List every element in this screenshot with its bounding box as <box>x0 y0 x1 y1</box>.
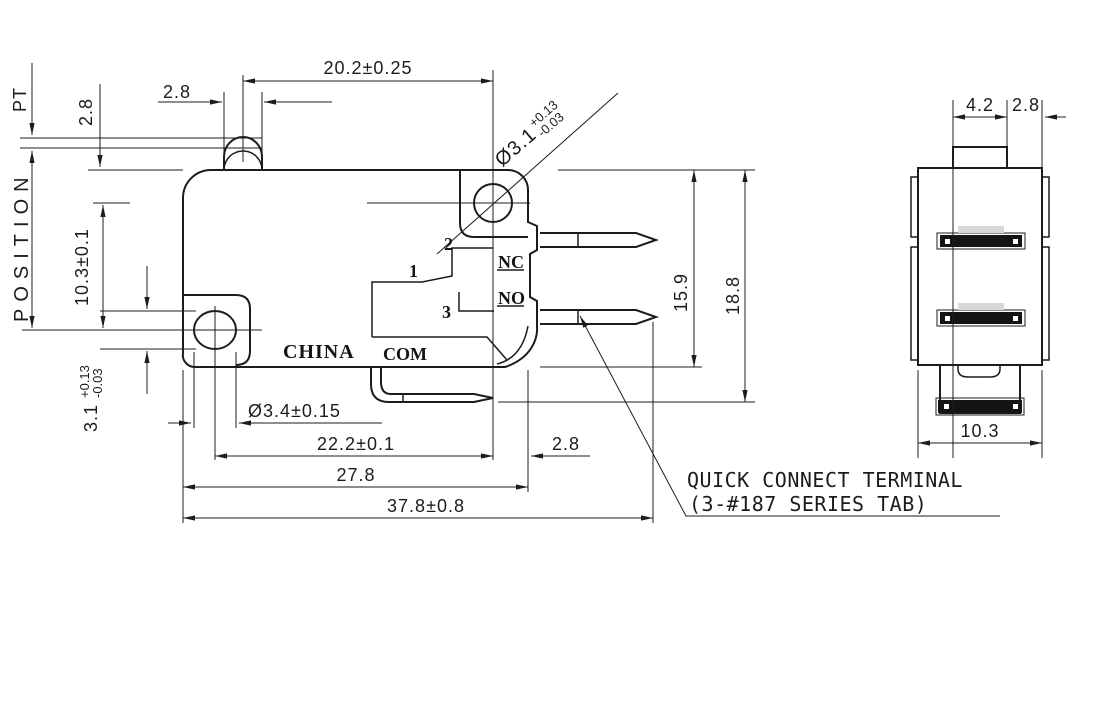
label-no: NO <box>498 288 525 308</box>
svg-text:3.1: 3.1 <box>81 404 101 432</box>
dim-position: POSITION <box>11 170 33 322</box>
dimension-lines <box>29 63 748 521</box>
side-dimension-lines <box>918 114 1066 446</box>
dia-leader-line <box>436 92 619 255</box>
dim-button-width: 4.2 <box>966 95 994 115</box>
label-com: COM <box>383 344 427 364</box>
dim-top-hole-dia: Ø3.1 +0.13 -0.03 <box>491 97 567 172</box>
svg-text:+0.13: +0.13 <box>77 365 92 398</box>
dim-pretravel: PT <box>10 87 30 112</box>
extension-lines <box>20 70 755 523</box>
side-rib-right-upper <box>1041 176 1050 238</box>
side-terminal-nc <box>936 226 1026 250</box>
dim-overall-width: 37.8±0.8 <box>387 496 465 516</box>
side-rib-right-lower <box>1041 246 1050 361</box>
svg-text:-0.03: -0.03 <box>90 368 105 398</box>
side-terminal-com <box>935 397 1025 416</box>
dim-hole-edge-offset: 2.8 <box>552 434 580 454</box>
dim-plunger-width: 2.8 <box>163 82 191 102</box>
side-button <box>952 146 1008 169</box>
side-body <box>917 167 1043 366</box>
callout-leader-line <box>579 315 1000 517</box>
dim-top-width: 20.2±0.25 <box>324 58 413 78</box>
callout-line2: (3-#187 SERIES TAB) <box>689 492 927 516</box>
label-pin1: 1 <box>409 261 418 281</box>
internal-lobe-curve <box>496 325 529 365</box>
quick-connect-callout: QUICK CONNECT TERMINAL (3-#187 SERIES TA… <box>687 468 963 516</box>
label-brand: CHINA <box>283 341 355 363</box>
switch-body-outline <box>181 169 539 369</box>
callout-line1: QUICK CONNECT TERMINAL <box>687 468 963 492</box>
internal-com-strip <box>372 336 508 361</box>
side-lower-notch <box>957 365 1001 378</box>
dim-plunger-height: 2.8 <box>76 98 96 126</box>
label-nc: NC <box>498 252 524 272</box>
side-terminal-no <box>936 303 1026 327</box>
dim-slot-dia: Ø3.4±0.15 <box>248 401 341 421</box>
dim-left-hole-dia: 3.1 +0.13 -0.03 <box>77 365 105 432</box>
label-pin2: 2 <box>444 234 453 254</box>
svg-text:Ø3.1: Ø3.1 <box>491 124 541 172</box>
dim-depth: 10.3 <box>960 421 999 441</box>
dim-hole-spacing: 22.2±0.1 <box>317 434 395 454</box>
side-rib-left-lower <box>910 246 919 361</box>
terminal-com-blade <box>370 367 494 403</box>
label-pin3: 3 <box>442 302 451 322</box>
terminal-nc-blade <box>540 232 660 248</box>
side-view: 4.2 2.8 10.3 <box>910 95 1066 458</box>
internal-pin3-link <box>458 292 494 312</box>
front-view: 20.2±0.25 2.8 PT POSITION 2.8 10.3±0.1 3… <box>10 58 1000 523</box>
dim-body-width: 27.8 <box>336 465 375 485</box>
internal-moving-blade <box>371 247 493 337</box>
dim-button-edge-offset: 2.8 <box>1012 95 1040 115</box>
side-rib-left-upper <box>910 176 919 238</box>
dim-body-height: 15.9 <box>671 273 691 312</box>
dim-overall-height: 18.8 <box>723 276 743 315</box>
mount-boss-bottom-left <box>183 294 251 366</box>
terminal-no-blade <box>540 309 660 325</box>
mount-boss-top-right <box>459 170 528 238</box>
dim-hole-vertical-offset: 10.3±0.1 <box>72 228 92 306</box>
